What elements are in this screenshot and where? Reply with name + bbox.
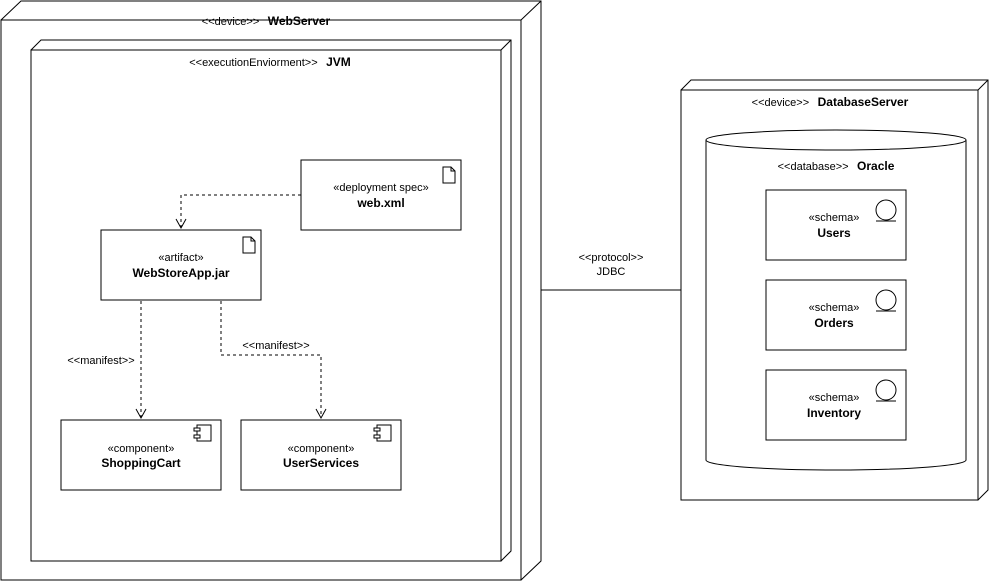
schema-name: Orders [814, 316, 854, 330]
document-icon [442, 166, 456, 184]
manifest-dependency-userservices [220, 301, 327, 420]
deployment-spec-web-xml[interactable]: «deployment spec» web.xml [300, 159, 462, 231]
component-stereotype: «component» [288, 443, 355, 455]
database-label: <<database>> Oracle [778, 157, 895, 174]
artifact-webstoreapp-jar[interactable]: «artifact» WebStoreApp.jar [100, 229, 262, 301]
entity-icon [875, 289, 897, 312]
manifest-label: <<manifest>> [67, 355, 134, 367]
component-name: UserServices [283, 456, 359, 470]
artifact-stereotype: «artifact» [158, 252, 203, 264]
schema-stereotype: «schema» [809, 392, 860, 404]
jvm-label: <<executionEnviorment>> JVM [189, 53, 351, 70]
schema-name: Inventory [807, 406, 861, 420]
schema-inventory[interactable]: «schema» Inventory [765, 369, 907, 441]
schema-stereotype: «schema» [809, 212, 860, 224]
document-icon [242, 236, 256, 254]
entity-icon [875, 379, 897, 402]
artifact-name: WebStoreApp.jar [132, 266, 229, 280]
component-icon [373, 424, 392, 442]
protocol-name: JDBC [597, 266, 626, 278]
entity-icon [875, 199, 897, 222]
component-shoppingcart[interactable]: «component» ShoppingCart [60, 419, 222, 491]
protocol-stereotype: <<protocol>> [579, 252, 644, 264]
databaseserver-label: <<device>> DatabaseServer [752, 93, 909, 110]
component-userservices[interactable]: «component» UserServices [240, 419, 402, 491]
deployment-spec-name: web.xml [356, 196, 404, 210]
manifest-label: <<manifest>> [242, 340, 309, 352]
schema-stereotype: «schema» [809, 302, 860, 314]
deployment-spec-dependency [175, 194, 301, 230]
webserver-label: <<device>> WebServer [202, 12, 331, 29]
schema-name: Users [817, 226, 851, 240]
schema-users[interactable]: «schema» Users [765, 189, 907, 261]
component-stereotype: «component» [108, 443, 175, 455]
schema-orders[interactable]: «schema» Orders [765, 279, 907, 351]
component-name: ShoppingCart [101, 456, 180, 470]
component-icon [193, 424, 212, 442]
deployment-spec-stereotype: «deployment spec» [333, 182, 428, 194]
